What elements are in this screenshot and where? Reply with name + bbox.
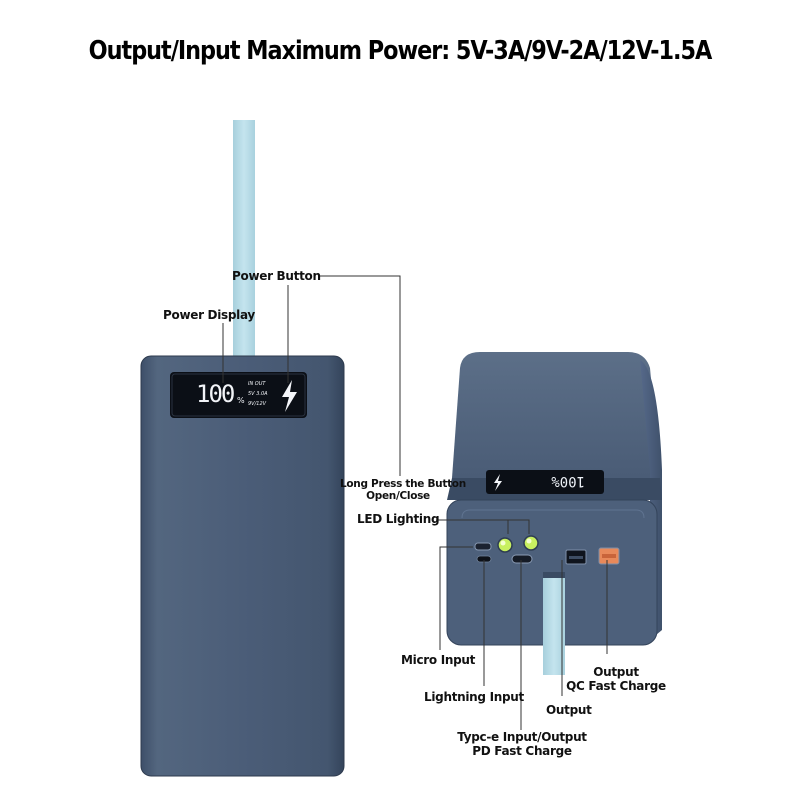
label-power-button: Power Button xyxy=(232,269,321,283)
left-strap xyxy=(233,120,255,366)
callout-lines xyxy=(222,275,608,730)
display-line-1: IN OUT xyxy=(248,381,266,387)
lcd-screen xyxy=(170,372,307,418)
label-typec-line-1: Typc-e Input/Output xyxy=(457,730,587,744)
micro-port xyxy=(474,542,492,551)
lightning-bolt-icon xyxy=(282,380,297,412)
label-typec: Typc-e Input/Output PD Fast Charge xyxy=(455,730,589,758)
label-output-qc-line-2: QC Fast Charge xyxy=(566,679,666,693)
display-percent: 100 xyxy=(196,380,235,408)
led-lights xyxy=(497,535,539,553)
label-output-qc: Output QC Fast Charge xyxy=(566,665,666,693)
right-top-face xyxy=(452,352,660,478)
display-line-2: 5V 3.0A xyxy=(248,391,268,397)
label-long-press-line-2: Open/Close xyxy=(366,490,430,502)
label-power-display: Power Display xyxy=(163,308,255,322)
label-led-lighting: LED Lighting xyxy=(357,512,440,526)
label-output-usb: Output xyxy=(546,703,592,717)
left-power-bank xyxy=(140,120,345,777)
display-line-3: 9V/12V xyxy=(248,401,267,407)
label-long-press: Long Press the Button Open/Close xyxy=(340,478,466,502)
label-typec-line-2: PD Fast Charge xyxy=(472,744,572,758)
display-percent-sign: % xyxy=(237,396,245,405)
page-title: Output/Input Maximum Power: 5V-3A/9V-2A/… xyxy=(88,36,713,66)
typec-port xyxy=(511,554,533,564)
ports xyxy=(474,542,620,565)
right-strap xyxy=(543,575,565,675)
label-output-qc-line-1: Output xyxy=(593,665,639,679)
right-lcd xyxy=(486,470,604,494)
svg-text:100%: 100% xyxy=(551,473,585,489)
label-long-press-line-1: Long Press the Button xyxy=(340,478,466,490)
label-micro-input: Micro Input xyxy=(401,653,476,667)
left-body xyxy=(141,356,344,776)
right-power-bank: 100% xyxy=(446,352,662,675)
label-lightning-input: Lightning Input xyxy=(424,690,524,704)
